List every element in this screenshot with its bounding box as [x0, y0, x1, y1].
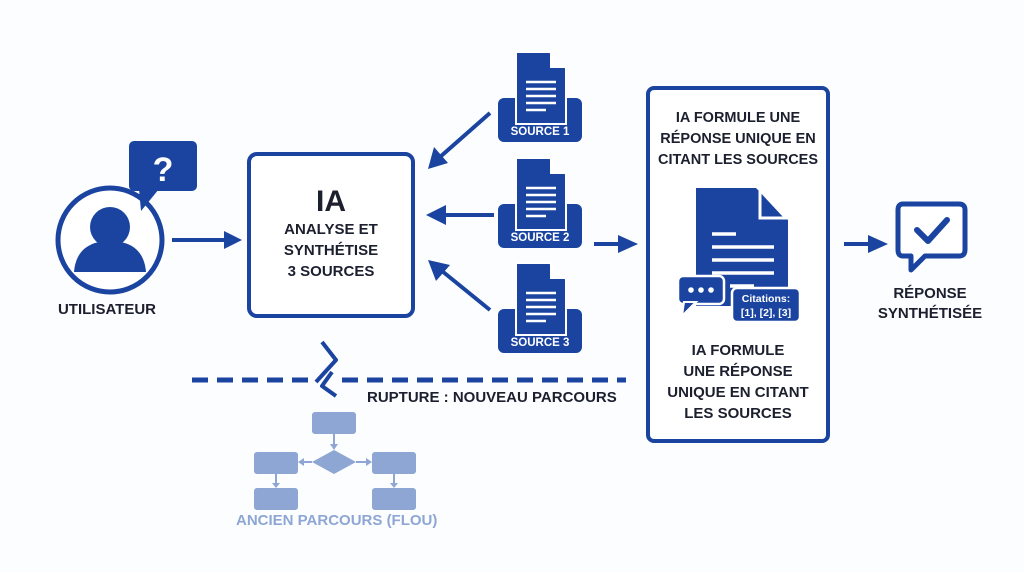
user-icon: [55, 185, 165, 295]
break-zigzag-icon: [310, 340, 340, 398]
question-bubble-icon: ?: [129, 141, 197, 211]
chat-dots-icon: [676, 274, 726, 319]
arrow-user-to-ia: [172, 231, 242, 249]
source-2-label: SOURCE 2: [511, 232, 570, 244]
user-label: UTILISATEUR: [57, 301, 157, 318]
ia-subtitle-line-1: ANALYSE ET: [284, 221, 378, 238]
source-2: SOURCE 2: [498, 156, 582, 248]
panel-bottom-text: IA FORMULE UNE RÉPONSE UNIQUE EN CITANT …: [650, 340, 826, 424]
document-icon: Citations: [1], [2], [3]: [676, 186, 802, 322]
source-3-label: SOURCE 3: [511, 337, 570, 349]
source-1: SOURCE 1: [498, 50, 582, 142]
arrow-source2-to-ia: [426, 205, 494, 225]
document-tray-icon: SOURCE 1: [498, 51, 582, 142]
panel-bottom-line-2: UNE RÉPONSE: [683, 363, 793, 380]
arrow-source3-to-ia: [428, 260, 492, 312]
arrow-to-panel: [594, 235, 638, 253]
ia-title: IA: [316, 185, 346, 218]
source-arrows: [426, 111, 494, 312]
rupture-line: [192, 340, 626, 398]
citation-title: Citations:: [742, 293, 790, 305]
panel-top-line-3: CITANT LES SOURCES: [657, 152, 819, 168]
source-3: SOURCE 3: [498, 261, 582, 353]
panel-bottom-line-4: LES SOURCES: [684, 405, 792, 422]
citation-refs: [1], [2], [3]: [741, 307, 791, 319]
source-1-label: SOURCE 1: [511, 126, 570, 138]
ia-box: IA ANALYSE ET SYNTHÉTISE 3 SOURCES: [247, 152, 415, 318]
response-label: RÉPONSE SYNTHÉTISÉE: [860, 284, 1000, 324]
arrow-to-response: [844, 235, 888, 253]
document-tray-icon: SOURCE 2: [498, 157, 582, 248]
response-line-2: SYNTHÉTISÉE: [877, 305, 983, 322]
flowchart-icon: [254, 412, 416, 510]
response-line-1: RÉPONSE: [893, 285, 967, 302]
rupture-label: RUPTURE : NOUVEAU PARCOURS: [367, 389, 617, 406]
arrow-source1-to-ia: [428, 111, 492, 169]
old-flow-label: ANCIEN PARCOURS (FLOU): [236, 512, 438, 529]
panel-top-line-1: IA FORMULE UNE: [675, 110, 801, 126]
answer-panel: IA FORMULE UNE RÉPONSE UNIQUE EN CITANT …: [646, 86, 830, 443]
panel-bottom-line-3: UNIQUE EN CITANT: [667, 384, 809, 401]
question-bubble: ?: [127, 141, 199, 213]
ia-subtitle-line-3: 3 SOURCES: [287, 263, 375, 280]
document-tray-icon: SOURCE 3: [498, 262, 582, 353]
question-mark: ?: [153, 151, 174, 189]
panel-bottom-line-1: IA FORMULE: [691, 342, 785, 359]
ia-subtitle-line-2: SYNTHÉTISE: [283, 242, 379, 259]
check-bubble-icon: [895, 201, 968, 273]
panel-top-line-2: RÉPONSE UNIQUE EN: [660, 131, 816, 147]
user-group: [52, 140, 202, 300]
citation-bubble: Citations: [1], [2], [3]: [730, 286, 802, 322]
